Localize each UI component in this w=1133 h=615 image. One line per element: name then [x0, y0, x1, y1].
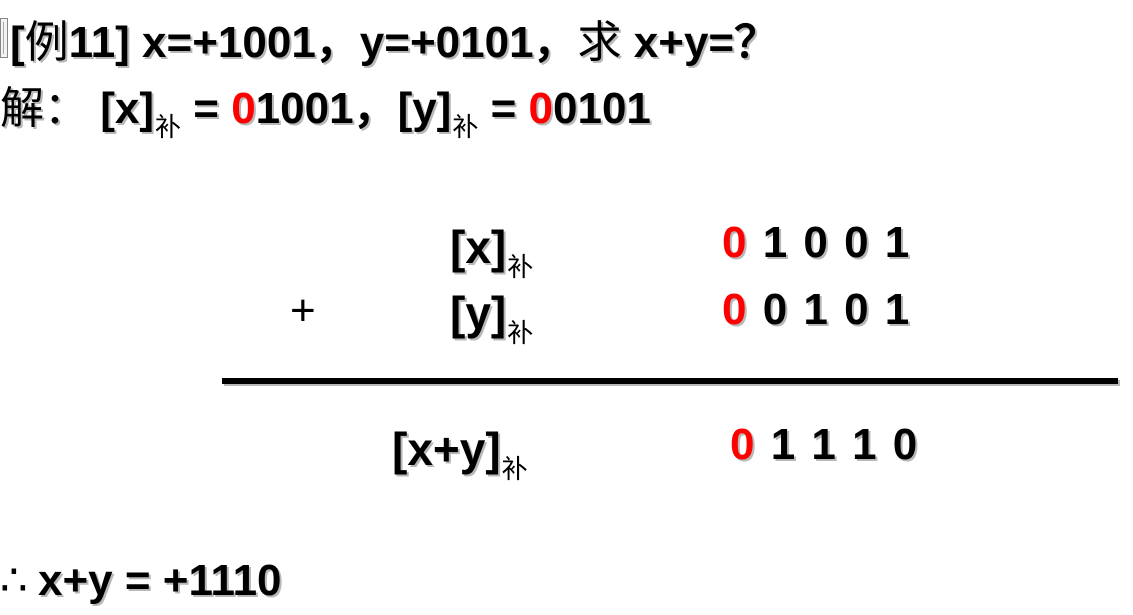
addend-y-sign-bit: 0: [722, 285, 749, 334]
addend-y-value-bits: 0 1 0 1: [748, 285, 912, 334]
addend-x-label: [x]补: [450, 221, 534, 283]
sum-value-bits: 1 1 1 0: [756, 420, 920, 469]
addend-y-label: [y]补: [450, 287, 534, 349]
addend-y-sub: 补: [507, 319, 534, 349]
therefore-symbol: ∴: [0, 556, 28, 605]
sum-bits: 0 1 1 1 0: [730, 420, 919, 470]
sum-label: [x+y]补: [392, 423, 528, 485]
addend-x-sub: 补: [507, 253, 534, 283]
solution-jie: 解: [0, 83, 44, 134]
example-title: [例11] x=+1001，y=+0101，求 x+y=？: [10, 18, 778, 68]
solution-y-bits: 0101: [553, 84, 651, 133]
addend-y-label-text: [y]: [450, 287, 507, 339]
solution-y-sign-bit: 0: [528, 84, 553, 133]
solution-eq-2: =: [478, 84, 529, 133]
addend-y-bits: 0 0 1 0 1: [722, 285, 911, 335]
sum-sub: 补: [501, 455, 528, 485]
plus-sign: +: [290, 286, 316, 335]
sum-divider-line: [222, 378, 1118, 384]
title-bracket: [: [10, 18, 25, 67]
sum-label-text: [x+y]: [392, 423, 501, 475]
solution-x-sub: 补: [155, 113, 182, 143]
solution-x-complement: [x]: [100, 84, 155, 133]
conclusion-line: ∴x+y = +1110: [0, 556, 282, 606]
solution-y-sub: 补: [452, 113, 479, 143]
slide-frame-marker: [0, 18, 8, 58]
title-qiu: 求: [577, 17, 622, 68]
solution-line: 解： [x]补 = 01001，[y]补 = 00101: [0, 83, 651, 144]
solution-x-bits: 1001，: [255, 84, 398, 133]
sum-sign-bit: 0: [730, 420, 757, 469]
conclusion-text: x+y = +1110: [38, 556, 282, 605]
solution-eq-1: =: [181, 84, 232, 133]
title-example-word: 例: [24, 17, 69, 68]
addend-x-sign-bit: 0: [722, 218, 749, 267]
solution-x-sign-bit: 0: [231, 84, 256, 133]
addend-x-value-bits: 1 0 0 1: [748, 218, 912, 267]
title-question: x+y=？: [621, 18, 779, 67]
addend-x-label-text: [x]: [450, 221, 507, 273]
solution-colon: ：: [44, 83, 88, 134]
addend-x-bits: 0 1 0 0 1: [722, 218, 911, 268]
title-example-values: 11] x=+1001，y=+0101，: [68, 18, 578, 67]
solution-y-complement: [y]: [397, 84, 452, 133]
